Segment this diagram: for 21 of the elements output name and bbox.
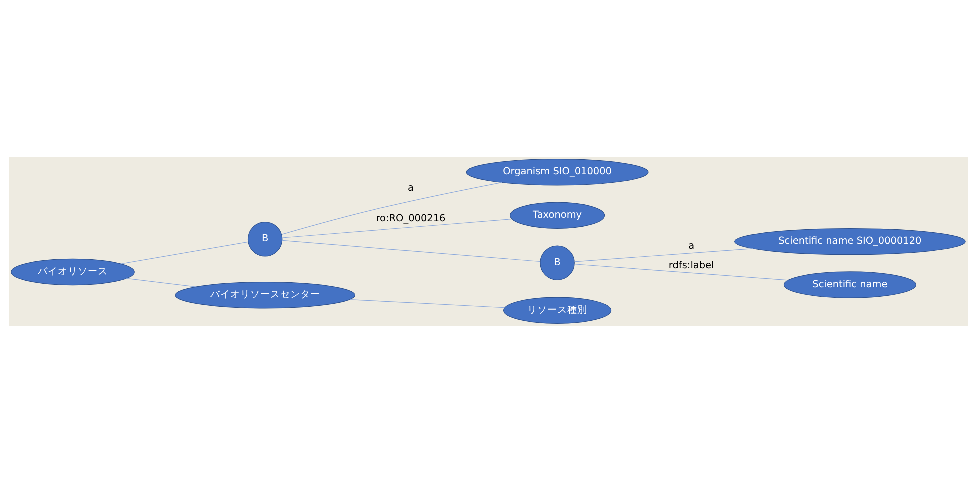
node-circle: B	[247, 221, 282, 256]
node-ellipse: Organism SIO_010000	[466, 158, 648, 186]
node-ellipse: Scientific name	[783, 271, 916, 298]
connector	[574, 264, 788, 280]
edge-label: rdfs:label	[668, 260, 714, 271]
connector	[574, 248, 754, 262]
connector	[281, 182, 502, 234]
node-circle: B	[540, 245, 574, 280]
edge-label: a	[408, 182, 414, 194]
connector	[282, 218, 512, 238]
connector	[120, 241, 248, 264]
node-ellipse: Taxonomy	[510, 202, 605, 228]
edge-label: ro:RO_000216	[376, 213, 446, 224]
edge-label: a	[688, 240, 694, 252]
node-ellipse: Scientific name SIO_0000120	[734, 228, 966, 255]
node-ellipse: リソース種別	[502, 296, 612, 324]
connector	[126, 278, 196, 287]
node-ellipse: バイオリソースセンター	[174, 282, 355, 308]
connector	[282, 240, 540, 262]
connector	[349, 298, 505, 308]
node-ellipse: バイオリソース	[10, 258, 134, 286]
